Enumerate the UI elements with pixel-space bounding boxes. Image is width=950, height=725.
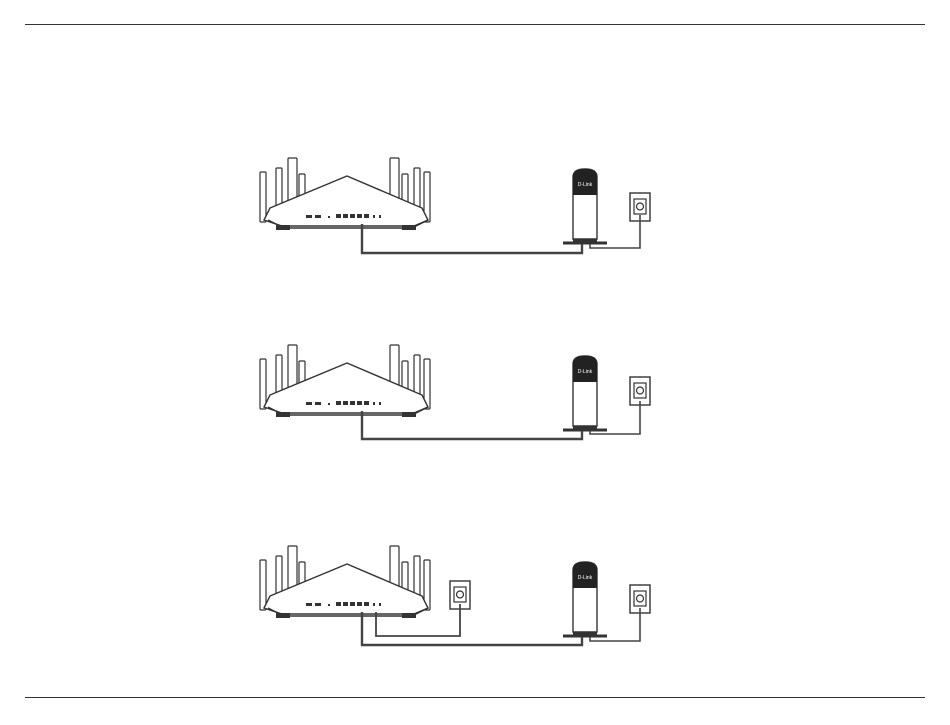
- modem-icon: [563, 562, 607, 636]
- diagram-row-1: D-Link: [260, 158, 650, 253]
- modem-brand-label: D-Link: [578, 575, 593, 581]
- ethernet-cable: [362, 612, 582, 645]
- router-icon: [260, 546, 430, 618]
- router-icon: [260, 345, 430, 417]
- wall-jack-icon: [630, 377, 650, 405]
- diagram-row-2: D-Link: [260, 345, 650, 439]
- modem-icon: [563, 356, 607, 430]
- modem-icon: [563, 169, 607, 243]
- diagram-row-3: D-Link: [260, 546, 650, 645]
- router-icon: [260, 158, 430, 230]
- modem-brand-label: D-Link: [578, 369, 593, 375]
- modem-brand-label: D-Link: [578, 182, 593, 188]
